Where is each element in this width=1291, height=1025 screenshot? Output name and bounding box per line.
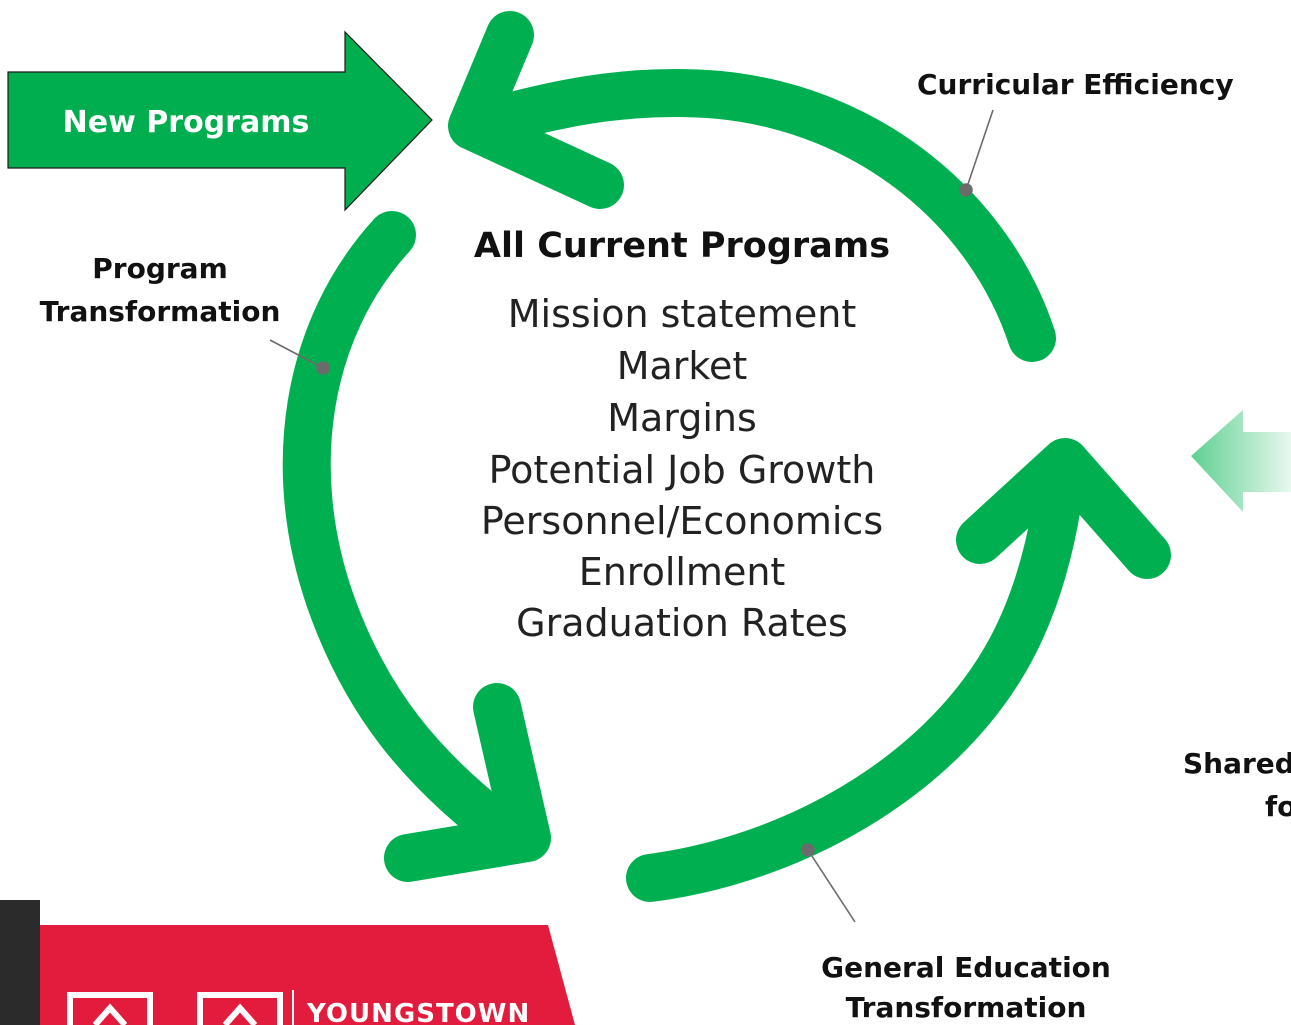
gen-ed-label-line2: Transformation bbox=[846, 991, 1087, 1024]
new-programs-label: New Programs bbox=[63, 105, 310, 140]
center-item-market: Market bbox=[617, 344, 748, 388]
right-arrow-icon bbox=[7, 30, 433, 212]
center-item-graduation: Graduation Rates bbox=[516, 601, 848, 645]
top-cycle-arrowhead bbox=[448, 11, 624, 209]
center-items: Mission statement Market Margins Potenti… bbox=[481, 292, 883, 645]
logo-dark-wedge bbox=[0, 900, 40, 1025]
logo-red-band bbox=[0, 925, 575, 1025]
program-transformation-label-line1: Program bbox=[92, 252, 228, 285]
incoming-arrow bbox=[1191, 410, 1291, 512]
gen-ed-leader-dot bbox=[801, 843, 815, 857]
program-transformation-label-line2: Transformation bbox=[40, 295, 281, 328]
logo-mark-icon bbox=[67, 992, 283, 1025]
gen-ed-label-line1: General Education bbox=[821, 951, 1111, 984]
center-item-job-growth: Potential Job Growth bbox=[489, 448, 876, 492]
curricular-leader bbox=[965, 109, 994, 191]
leader-lines bbox=[269, 109, 994, 923]
left-cycle-arrowhead bbox=[384, 683, 551, 882]
top-cycle-arc bbox=[474, 68, 1056, 362]
shared-label-line1: Shared bbox=[1183, 747, 1291, 780]
left-arrow-icon bbox=[1191, 410, 1291, 512]
program-leader-dot bbox=[316, 361, 330, 375]
left-cycle-arc bbox=[282, 211, 539, 864]
center-item-margins: Margins bbox=[607, 396, 757, 440]
shared-label-line2: fo bbox=[1265, 790, 1291, 823]
bottom-cycle-arc bbox=[626, 446, 1086, 902]
gen-ed-leader bbox=[807, 849, 856, 923]
center-item-enrollment: Enrollment bbox=[579, 550, 786, 594]
center-item-personnel: Personnel/Economics bbox=[481, 499, 883, 543]
logo-wordmark: YOUNGSTOWN bbox=[306, 999, 530, 1025]
university-logo: YOUNGSTOWN bbox=[0, 900, 575, 1025]
curricular-leader-dot bbox=[959, 183, 973, 197]
center-item-mission: Mission statement bbox=[508, 292, 857, 336]
center-title: All Current Programs bbox=[474, 226, 890, 266]
new-programs-arrow: New Programs bbox=[7, 30, 433, 212]
bottom-cycle-arrowhead bbox=[956, 438, 1171, 579]
program-leader bbox=[269, 339, 324, 369]
cycle-arrows-icon bbox=[282, 11, 1171, 902]
curricular-efficiency-label: Curricular Efficiency bbox=[917, 68, 1234, 101]
